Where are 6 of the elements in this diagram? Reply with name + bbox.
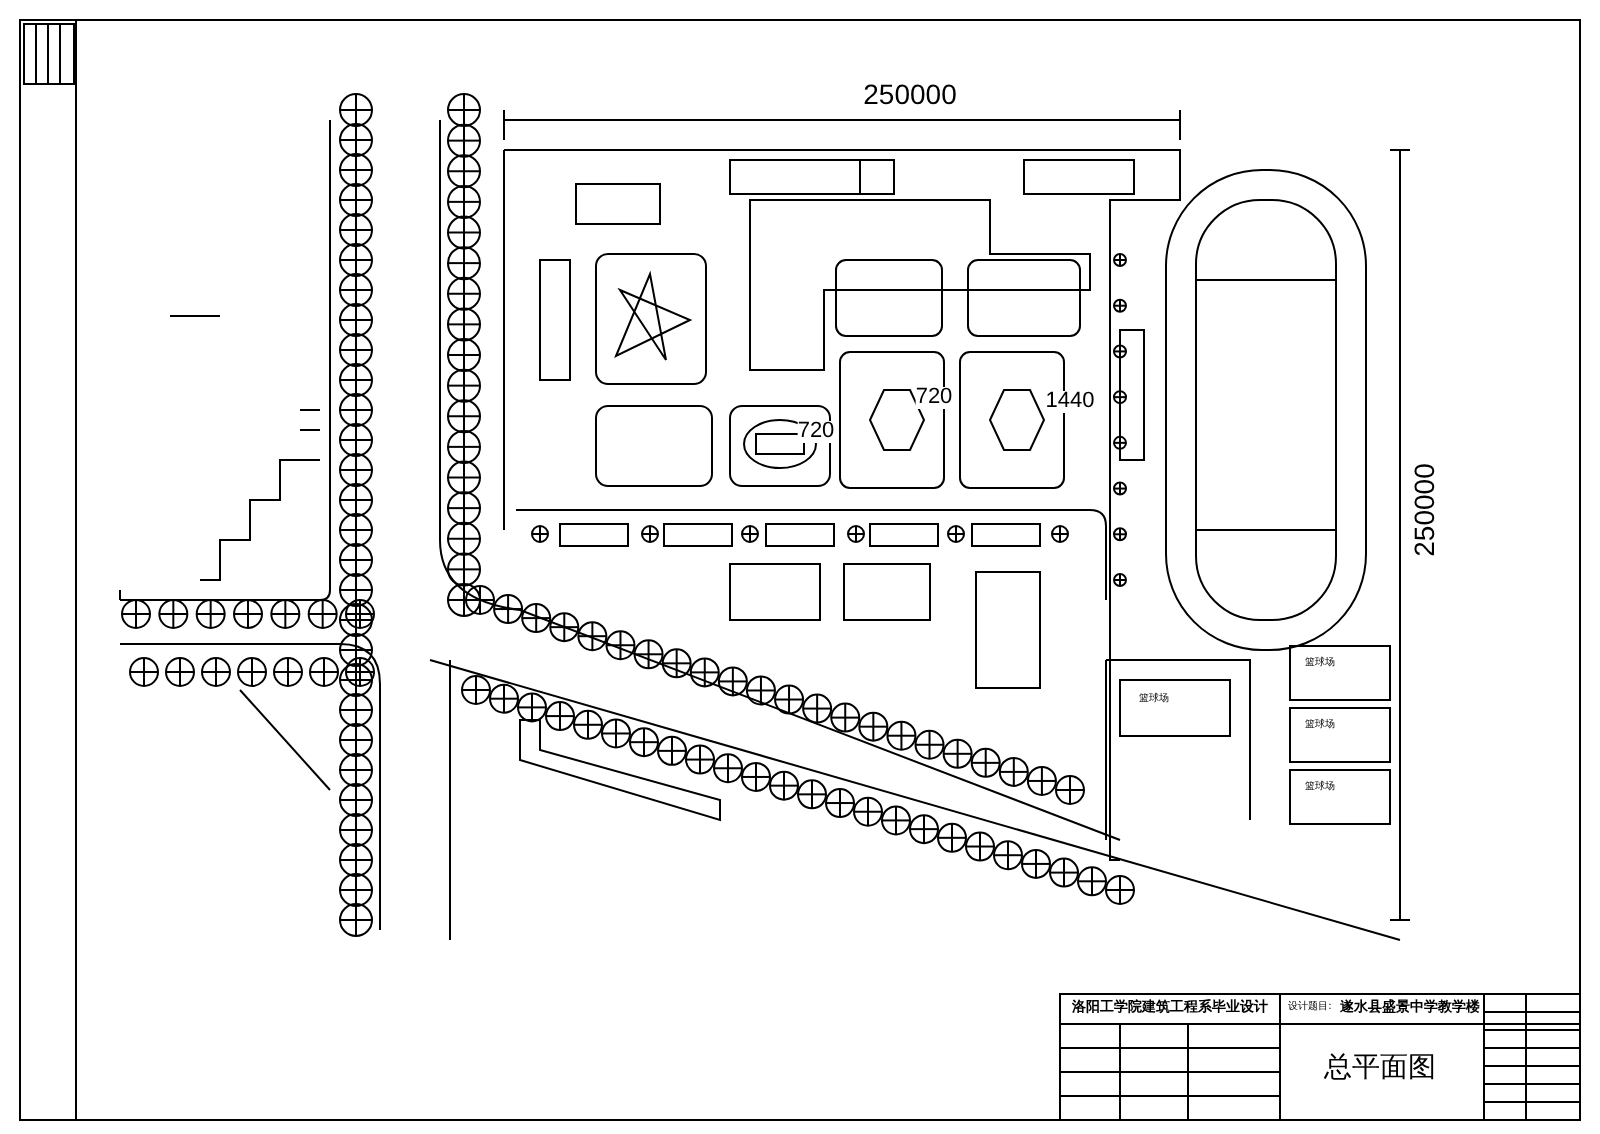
dimension-label: 1440: [1045, 391, 1095, 413]
dimension-label: 250000: [863, 80, 957, 108]
dimension-label: 720: [797, 421, 835, 443]
dimension-label: 720: [915, 387, 953, 409]
drawing-title: 总平面图: [1324, 1054, 1436, 1082]
dimension-label: 250000: [1410, 463, 1438, 557]
